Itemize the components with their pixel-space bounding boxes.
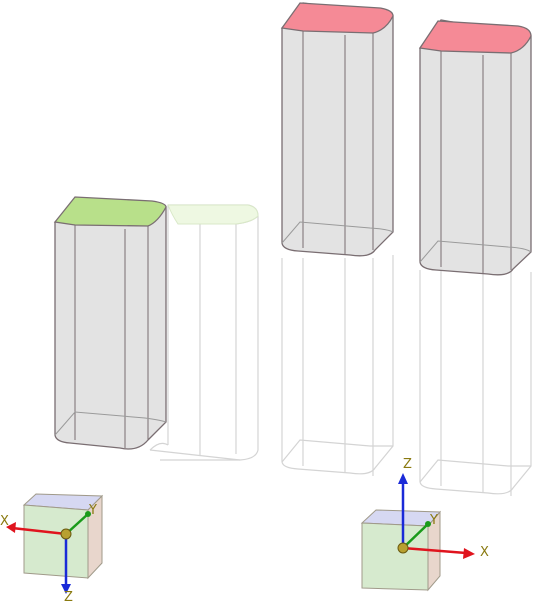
gizmo-right-y-axis (402, 523, 429, 549)
gizmo-right-y-tip (425, 521, 431, 527)
gizmo-right-y-label: Y (429, 513, 438, 528)
ghost-prism-2 (281, 255, 394, 476)
view-orientation-cube-icon[interactable]: Z Y X (360, 457, 489, 592)
gizmo-right-x-axis (402, 546, 467, 555)
ghost-prism-3 (419, 270, 532, 496)
gizmo-left-cube-face-side (87, 494, 103, 580)
prism-1-bottom-edge (54, 411, 167, 436)
gizmo-left-y-tip (85, 511, 91, 517)
gizmo-left-x-label: X (0, 514, 9, 529)
gizmo-left-origin (60, 528, 72, 540)
prism-1-body (54, 204, 167, 450)
prism-3[interactable] (418, 19, 532, 276)
gizmo-left-z-label: Z (64, 590, 73, 601)
gizmo-left-y-label: Y (88, 503, 97, 518)
gizmo-right-x-label: X (480, 545, 489, 560)
ghost-prism-1-top-face (167, 204, 259, 225)
prism-3-body (419, 19, 532, 276)
gizmo-right-x-arrow (463, 548, 475, 559)
gizmo-right-z-arrow (398, 473, 408, 484)
gizmo-left-z-arrow (61, 584, 71, 594)
prism-2-body (281, 2, 394, 257)
prism-3-bottom-edge (419, 240, 532, 263)
prism-2[interactable] (280, 2, 394, 257)
prism-1-top-face[interactable] (53, 196, 167, 227)
view-orientation-cube-icon[interactable]: X Y Z (0, 493, 104, 605)
prism-1[interactable] (53, 196, 167, 450)
prism-3-top-face[interactable] (418, 20, 532, 54)
gizmo-right-z-label: Z (403, 457, 412, 472)
gizmo-left-x-arrow (6, 522, 16, 533)
prism-2-top-face[interactable] (280, 2, 394, 34)
gizmo-left-cube-face-front (23, 504, 89, 579)
prism-2-bottom-edge (281, 221, 394, 244)
gizmo-left-x-axis (11, 526, 67, 536)
gizmo-right-origin (397, 542, 409, 554)
